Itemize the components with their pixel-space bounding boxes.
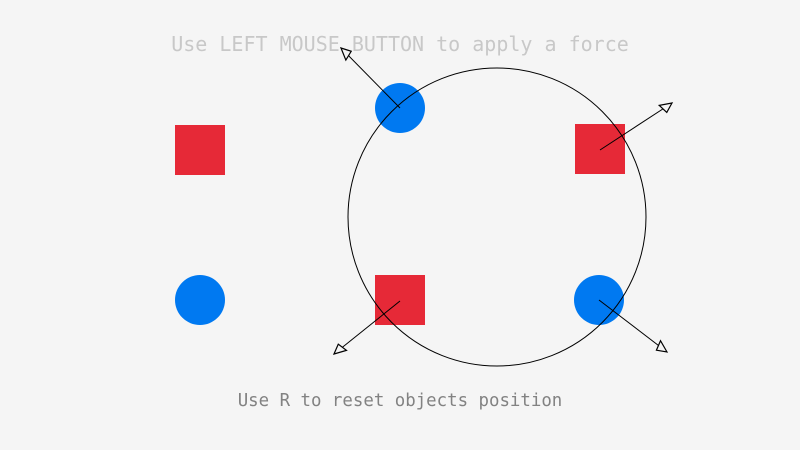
- red-square-left[interactable]: [175, 125, 225, 175]
- force-arrow-top-right: [599, 102, 674, 151]
- force-arrow-bottom-right: [598, 299, 669, 353]
- instruction-reset-objects: Use R to reset objects position: [237, 391, 563, 411]
- red-square-top-right[interactable]: [575, 124, 625, 174]
- boundary-circle: [347, 67, 647, 367]
- force-arrow-top-left: [339, 47, 401, 109]
- overlay-layer: [332, 47, 674, 367]
- red-square-bottom-left[interactable]: [375, 275, 425, 325]
- blue-circle-left[interactable]: [175, 275, 225, 325]
- instruction-apply-force: Use LEFT MOUSE BUTTON to apply a force: [171, 32, 629, 56]
- force-arrow-bottom-left: [332, 300, 401, 355]
- objects-layer: [175, 83, 625, 325]
